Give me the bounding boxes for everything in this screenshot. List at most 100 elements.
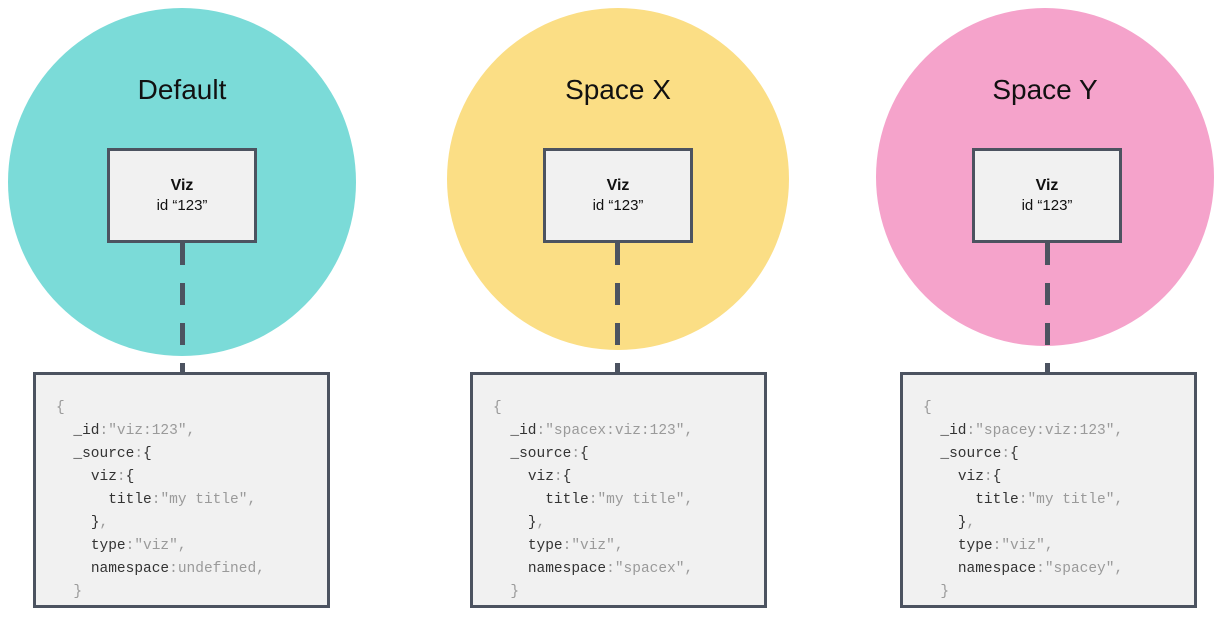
code-token: } bbox=[957, 515, 967, 531]
code-token: title bbox=[545, 492, 589, 508]
code-line: _id:"spacex:viz:123", bbox=[493, 420, 744, 443]
connector-dashed-line-space-x bbox=[615, 243, 620, 375]
code-token bbox=[923, 561, 958, 577]
document-json-space-y: { _id:"spacey:viz:123", _source:{ viz:{ … bbox=[900, 372, 1197, 608]
code-line: type:"viz", bbox=[493, 535, 744, 558]
code-token bbox=[923, 469, 958, 485]
code-token: } bbox=[56, 607, 65, 608]
code-token bbox=[56, 538, 91, 554]
code-token: : bbox=[134, 446, 144, 462]
code-token: , bbox=[1114, 561, 1124, 577]
code-token: } bbox=[493, 607, 502, 608]
code-token: viz bbox=[957, 469, 984, 485]
code-token: , bbox=[99, 515, 109, 531]
viz-node-id: id “123” bbox=[1021, 196, 1073, 214]
code-line: { bbox=[493, 397, 744, 420]
code-token bbox=[493, 492, 545, 508]
code-token: _source bbox=[73, 446, 135, 462]
code-token: undefined bbox=[177, 561, 257, 577]
code-token: _source bbox=[940, 446, 1002, 462]
code-token: { bbox=[493, 400, 502, 416]
code-token bbox=[493, 469, 528, 485]
code-token bbox=[493, 584, 510, 600]
code-token: "viz" bbox=[1001, 538, 1045, 554]
code-token: { bbox=[923, 400, 932, 416]
document-json-space-x: { _id:"spacex:viz:123", _source:{ viz:{ … bbox=[470, 372, 767, 608]
code-token: "my title" bbox=[597, 492, 685, 508]
code-token: type bbox=[90, 538, 126, 554]
code-token: } bbox=[923, 607, 932, 608]
code-token: "viz" bbox=[571, 538, 615, 554]
code-token: namespace bbox=[527, 561, 607, 577]
code-token: { bbox=[580, 446, 589, 462]
code-line: namespace:undefined, bbox=[56, 558, 307, 581]
code-token: : bbox=[553, 469, 563, 485]
code-token: : bbox=[966, 423, 976, 439]
space-title-default: Default bbox=[137, 74, 227, 105]
viz-node-id: id “123” bbox=[592, 196, 644, 214]
code-token: "spacey:viz:123" bbox=[975, 423, 1115, 439]
code-token: _id bbox=[940, 423, 967, 439]
connector-dashed-line-default bbox=[180, 243, 185, 375]
code-token: , bbox=[1114, 492, 1124, 508]
code-token bbox=[56, 515, 91, 531]
code-token bbox=[493, 423, 510, 439]
code-token: namespace bbox=[957, 561, 1037, 577]
document-json-default: { _id:"viz:123", _source:{ viz:{ title:"… bbox=[33, 372, 330, 608]
code-token: : bbox=[1036, 561, 1045, 577]
connector-dashed-line-space-y bbox=[1045, 243, 1050, 375]
code-token bbox=[56, 423, 73, 439]
code-line: namespace:"spacex", bbox=[493, 558, 744, 581]
space-title-space-y: Space Y bbox=[992, 74, 1098, 105]
code-token: _source bbox=[510, 446, 572, 462]
code-line: } bbox=[56, 604, 307, 608]
code-token: viz bbox=[90, 469, 117, 485]
code-line: _id:"spacey:viz:123", bbox=[923, 420, 1174, 443]
code-line: type:"viz", bbox=[923, 535, 1174, 558]
code-token: "viz" bbox=[134, 538, 178, 554]
code-token: : bbox=[99, 423, 109, 439]
code-token: , bbox=[684, 492, 694, 508]
code-token: , bbox=[614, 538, 624, 554]
code-token: namespace bbox=[90, 561, 170, 577]
code-line: title:"my title", bbox=[493, 489, 744, 512]
code-token bbox=[923, 492, 975, 508]
code-token: : bbox=[536, 423, 546, 439]
code-token: : bbox=[562, 538, 572, 554]
code-token: : bbox=[571, 446, 581, 462]
code-line: } bbox=[923, 581, 1174, 604]
code-token: } bbox=[73, 584, 83, 600]
code-token: , bbox=[186, 423, 196, 439]
code-line: } bbox=[493, 581, 744, 604]
code-token bbox=[56, 584, 73, 600]
code-token: "spacex:viz:123" bbox=[545, 423, 685, 439]
code-token: } bbox=[510, 584, 520, 600]
code-token: : bbox=[983, 469, 993, 485]
code-line: } bbox=[923, 604, 1174, 608]
code-token: : bbox=[151, 492, 161, 508]
code-line: _source:{ bbox=[56, 443, 307, 466]
viz-node-id: id “123” bbox=[156, 196, 208, 214]
code-token bbox=[493, 515, 528, 531]
code-token: , bbox=[256, 561, 265, 577]
code-token: : bbox=[125, 538, 135, 554]
code-token: { bbox=[562, 469, 572, 485]
code-token: { bbox=[56, 400, 65, 416]
code-line: namespace:"spacey", bbox=[923, 558, 1174, 581]
code-token: "viz:123" bbox=[108, 423, 187, 439]
code-line: _source:{ bbox=[493, 443, 744, 466]
code-token: _id bbox=[73, 423, 100, 439]
code-line: viz:{ bbox=[923, 466, 1174, 489]
code-token: : bbox=[606, 561, 615, 577]
code-token: : bbox=[992, 538, 1002, 554]
code-line: title:"my title", bbox=[923, 489, 1174, 512]
code-token: "spacex" bbox=[614, 561, 685, 577]
code-token: , bbox=[536, 515, 546, 531]
code-line: type:"viz", bbox=[56, 535, 307, 558]
space-title-space-x: Space X bbox=[565, 74, 671, 105]
code-token: "my title" bbox=[1027, 492, 1115, 508]
code-token: { bbox=[992, 469, 1002, 485]
code-token: , bbox=[177, 538, 187, 554]
